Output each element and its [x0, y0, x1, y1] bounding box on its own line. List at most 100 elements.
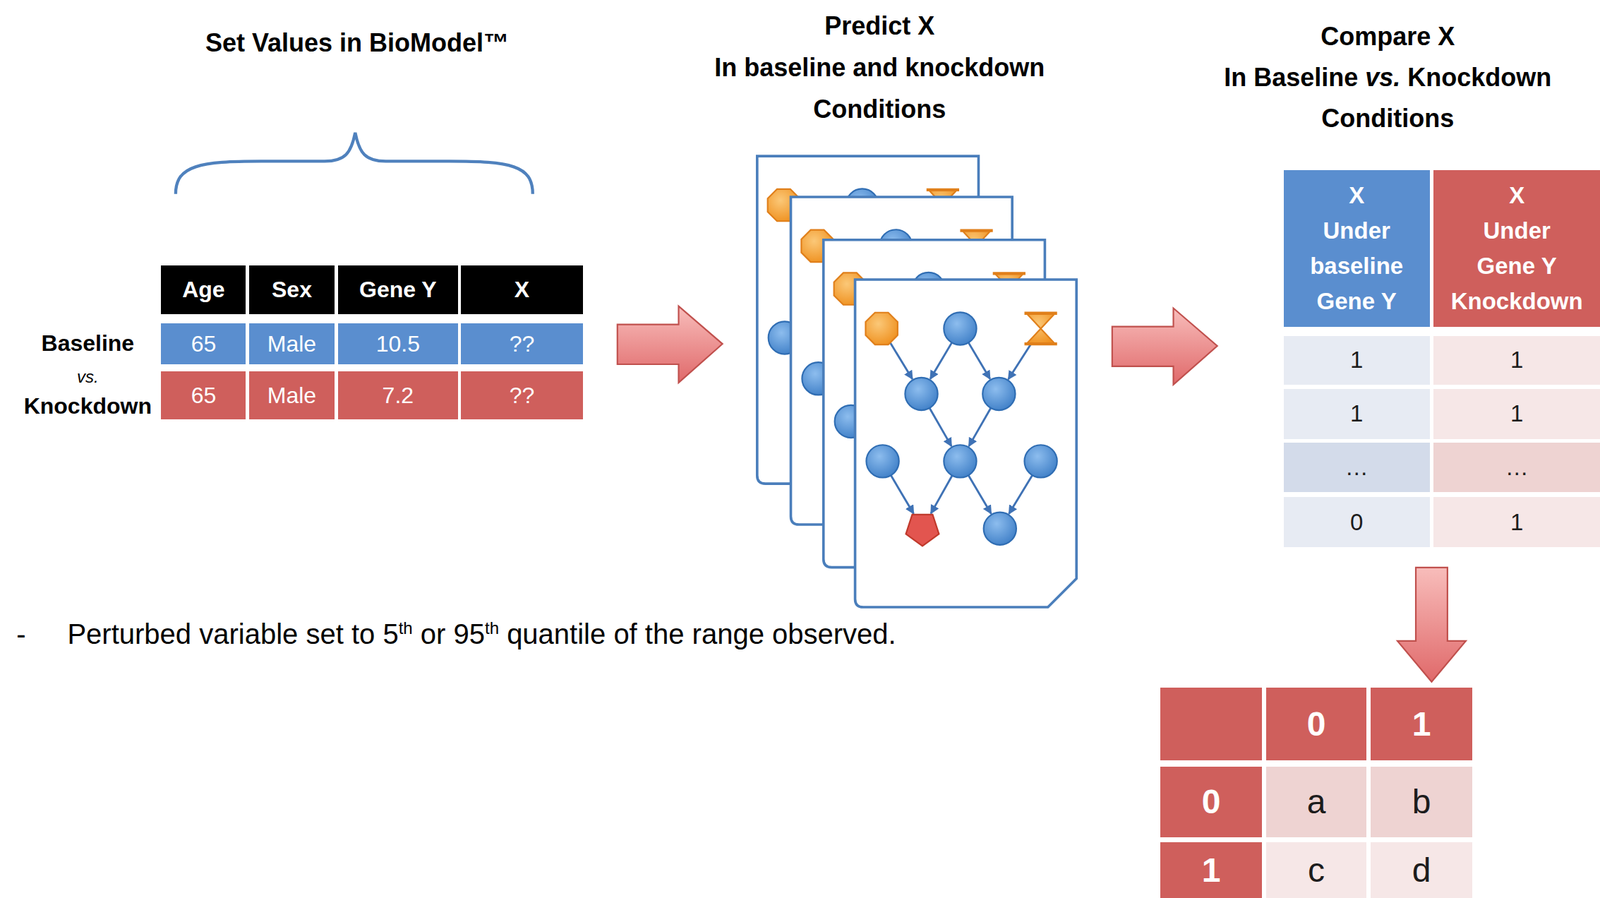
- text-space: [897, 52, 905, 82]
- text-run: 1: [1412, 705, 1432, 743]
- table-cell: 7.2: [338, 371, 459, 420]
- step-heading: Compare X In Baseline vs. Knockdown Cond…: [1223, 16, 1552, 140]
- block-arrow: [1397, 567, 1466, 682]
- cell-text: ??: [509, 382, 535, 409]
- table-cell: …: [1283, 442, 1430, 492]
- table-cell: 0: [1266, 687, 1367, 761]
- table-cell: …: [1433, 442, 1600, 492]
- text-run: Under: [1322, 217, 1390, 244]
- text-run: 1: [1350, 400, 1363, 427]
- text-run: 0: [1201, 782, 1221, 821]
- text-run: 65: [191, 382, 217, 408]
- text-run: c: [1307, 851, 1325, 889]
- text-space: [764, 618, 773, 650]
- card-outline: [855, 279, 1078, 607]
- text-space: [736, 52, 744, 82]
- text-run: 1: [1201, 851, 1221, 889]
- table-cell: Age: [160, 265, 246, 315]
- text-run: 95: [453, 618, 485, 650]
- input-table: AgeSexGene YX65Male10.5??65Male7.2??: [160, 265, 583, 420]
- cell-text: 1: [1201, 850, 1221, 890]
- cell-text: b: [1412, 782, 1432, 821]
- text-run: 0: [1350, 508, 1363, 535]
- cell-text: X: [514, 276, 530, 303]
- text-run: Age: [182, 276, 225, 303]
- table-cell: c: [1266, 841, 1367, 898]
- text-run: 7.2: [382, 382, 414, 408]
- text-run: observed.: [772, 618, 897, 650]
- cell-text: d: [1412, 850, 1432, 890]
- text-run: Perturbed: [67, 618, 192, 650]
- table-cell: 65: [160, 323, 246, 365]
- cell-text: 1: [1350, 400, 1363, 427]
- cell-text: 0: [1350, 508, 1363, 536]
- network-card: [855, 279, 1078, 607]
- table-cell: X Under baseline Gene Y: [1283, 170, 1430, 327]
- text-run: X: [1348, 182, 1365, 209]
- table-cell: 1: [1283, 388, 1430, 439]
- text-run: Conditions: [813, 94, 946, 124]
- text-space: [332, 28, 340, 58]
- text-run: 65: [191, 331, 217, 357]
- text-run: b: [1412, 782, 1432, 821]
- text-space: [1400, 62, 1408, 92]
- text-space: [498, 618, 507, 650]
- block-arrow: [1112, 308, 1218, 385]
- text-run: X: [917, 11, 935, 41]
- text-run: In: [1223, 62, 1247, 92]
- text-run: X: [1437, 21, 1455, 51]
- network-graph: [865, 311, 1057, 546]
- note-text: Perturbed variable set to 5th or 95th qu…: [67, 617, 896, 651]
- bullet-mark: -: [16, 617, 26, 651]
- text-space: [683, 618, 692, 650]
- cell-text: 65: [191, 331, 217, 358]
- text-space: [343, 618, 352, 650]
- table-cell: 10.5: [338, 323, 459, 365]
- table-cell: Sex: [249, 265, 335, 315]
- text-run: Male: [267, 382, 317, 408]
- text-run: to: [351, 618, 375, 650]
- table-cell: Male: [249, 323, 335, 365]
- curly-brace: [175, 132, 533, 195]
- cell-text: …: [1505, 453, 1529, 481]
- text-run: Conditions: [1321, 103, 1454, 133]
- text-space: [191, 618, 200, 650]
- text-run: 1: [1510, 346, 1524, 373]
- cell-text: a: [1307, 782, 1327, 821]
- cell-text: 1: [1510, 400, 1524, 427]
- text-run: Baseline: [1253, 62, 1358, 92]
- text-run: in: [339, 28, 363, 58]
- text-space: [445, 618, 454, 650]
- cell-text: Male: [267, 331, 317, 358]
- text-run: 1: [1350, 346, 1363, 373]
- table-cell: X: [460, 265, 583, 315]
- row-label: Baseline: [41, 330, 135, 357]
- cell-text: 1: [1510, 346, 1524, 374]
- cell-text: Male: [267, 382, 317, 409]
- table-cell: 65: [160, 371, 246, 420]
- text-space: [1535, 252, 1542, 279]
- text-run: vs.: [76, 367, 99, 387]
- text-run: or: [420, 618, 447, 650]
- text-space: [1430, 21, 1438, 51]
- text-run: baseline: [743, 52, 846, 82]
- cell-text: ??: [509, 331, 535, 358]
- table-cell: [1160, 687, 1263, 761]
- text-space: [605, 618, 614, 650]
- text-run: Knockdown: [1407, 62, 1552, 92]
- text-run: Set: [205, 28, 245, 58]
- superscript: th: [484, 617, 499, 637]
- text-space: [637, 618, 646, 650]
- table-cell: X Under Gene Y Knockdown: [1433, 170, 1600, 327]
- table-cell: b: [1370, 766, 1473, 838]
- text-run: X: [1508, 182, 1525, 209]
- cell-text: 1: [1510, 508, 1524, 536]
- text-run: Knockdown: [23, 393, 152, 419]
- text-space: [845, 52, 853, 82]
- text-run: baseline: [1309, 252, 1404, 279]
- table-cell: a: [1266, 766, 1367, 838]
- text-space: [297, 618, 306, 650]
- text-run: 5: [382, 618, 399, 650]
- step-heading: Set Values in BioModel™: [205, 25, 509, 61]
- text-run: X: [514, 276, 530, 303]
